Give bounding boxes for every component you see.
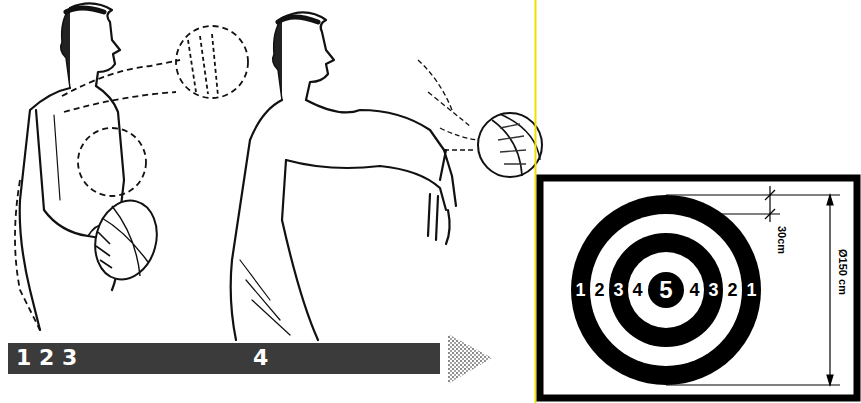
ring-score: 4 <box>632 281 642 299</box>
dimension-label: Ø150 cm <box>837 249 848 295</box>
separator-line <box>535 0 537 403</box>
step-band: 1 2 3 4 <box>8 343 440 374</box>
ball-ghost <box>15 26 248 330</box>
flying-ball <box>418 60 542 177</box>
target-board <box>540 178 857 398</box>
ring-score: 2 <box>594 281 604 299</box>
step-number: 4 <box>253 345 268 370</box>
step-number: 1 2 3 <box>16 345 77 370</box>
ring-score: 5 <box>659 278 672 302</box>
dimension-lines <box>666 186 840 385</box>
target-rings <box>571 195 761 385</box>
ring-score: 4 <box>689 281 699 299</box>
dimension-label: 30cm <box>776 226 787 254</box>
player-figure-release <box>231 12 456 340</box>
ring-score: 1 <box>746 281 756 299</box>
ring-score: 3 <box>708 281 718 299</box>
ring-score: 1 <box>575 281 585 299</box>
direction-arrow <box>448 334 492 384</box>
player-figure-start <box>20 3 124 330</box>
ring-score: 3 <box>613 281 623 299</box>
ring-score: 2 <box>727 281 737 299</box>
ball <box>87 194 166 287</box>
